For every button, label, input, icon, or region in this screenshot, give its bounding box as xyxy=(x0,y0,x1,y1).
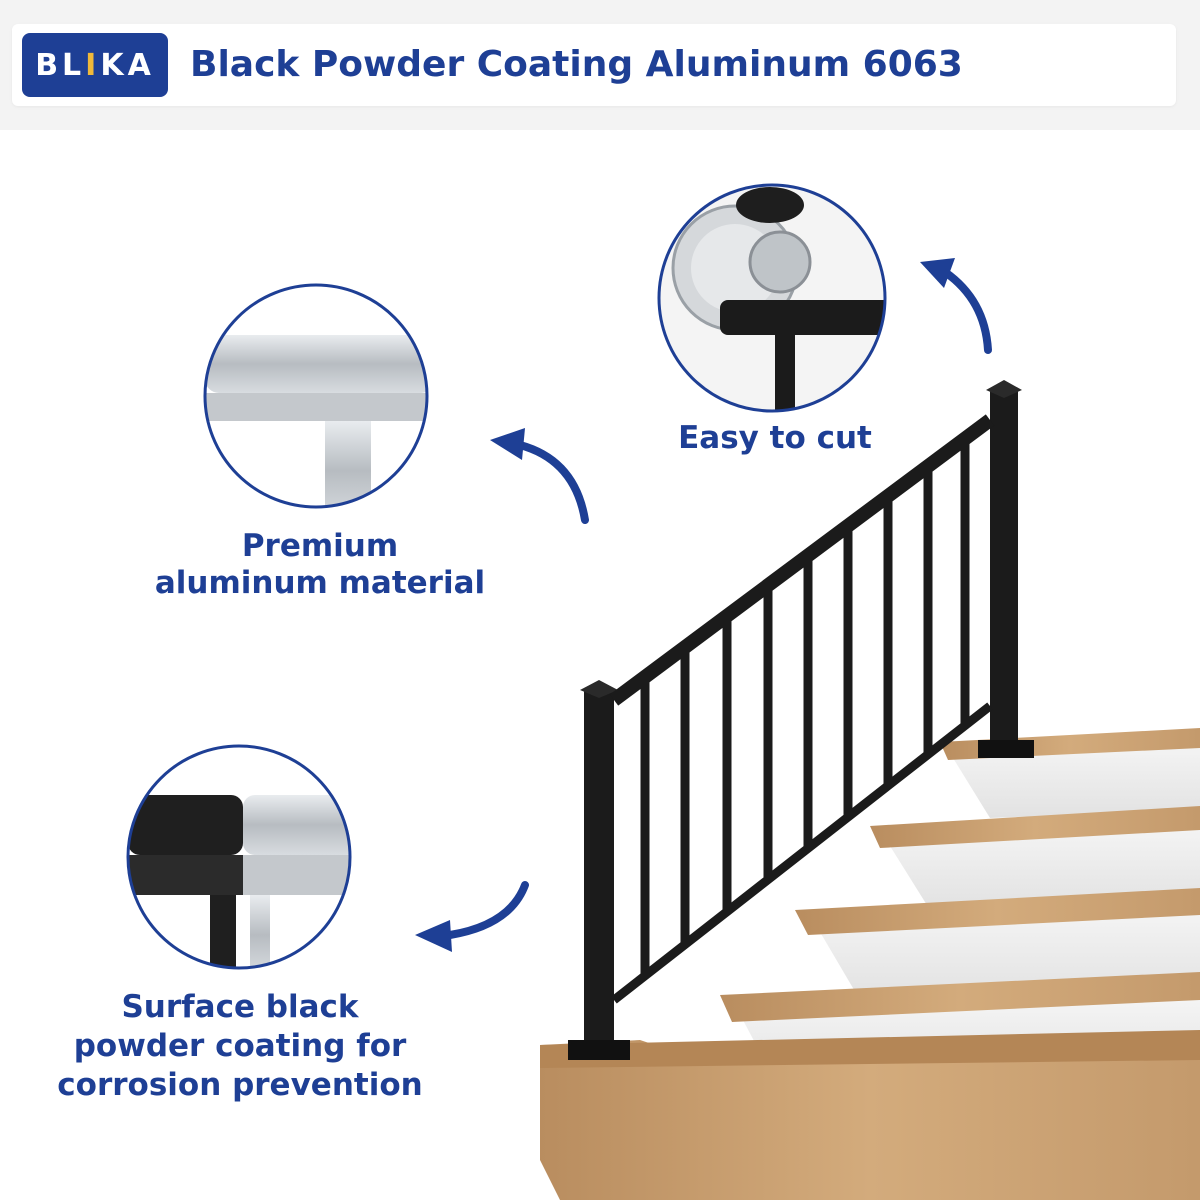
brand-logo: BLIKA xyxy=(22,33,168,97)
top-post-base xyxy=(978,740,1034,758)
stair-bottom-edge xyxy=(540,1030,1200,1068)
coated-rail-section xyxy=(128,795,243,855)
curved-arrow-icon xyxy=(415,881,529,952)
saw-motor xyxy=(748,230,812,294)
stairs xyxy=(540,728,1200,1200)
page-title: Black Powder Coating Aluminum 6063 xyxy=(190,44,963,85)
coating-detail-circle xyxy=(126,744,352,970)
stair-tread xyxy=(870,806,1200,848)
logo-text: BLIKA xyxy=(35,47,155,83)
top-post-cap xyxy=(986,380,1022,398)
curved-arrow-icon xyxy=(920,258,992,354)
top-rail xyxy=(609,414,995,706)
screw-icon: I xyxy=(85,47,101,83)
cut-baluster xyxy=(775,335,795,411)
saw-handle xyxy=(736,187,804,223)
aluminum-baluster xyxy=(325,421,371,507)
curved-arrow-icon xyxy=(490,428,589,524)
bottom-post-base xyxy=(568,1040,630,1060)
feature-easy-to-cut: Easy to cut xyxy=(678,420,872,456)
raw-aluminum-section xyxy=(243,795,350,855)
stair-tread xyxy=(720,972,1200,1022)
railing xyxy=(568,380,1034,1060)
feature-premium-aluminum: Premium aluminum material xyxy=(154,528,486,602)
coated-baluster xyxy=(210,895,236,968)
aluminum-detail-circle xyxy=(203,283,429,509)
header-bar xyxy=(12,24,1176,106)
stair-tread xyxy=(795,888,1200,935)
feature-powder-coating: Surface black powder coating for corrosi… xyxy=(57,989,423,1103)
cut-rail xyxy=(720,300,885,335)
aluminum-rail xyxy=(205,335,427,393)
balusters xyxy=(640,440,970,975)
raw-baluster xyxy=(250,895,270,968)
bottom-post xyxy=(584,690,614,1045)
cut-detail-circle xyxy=(657,183,887,413)
stair-bottom-tread xyxy=(540,1040,1200,1200)
top-post xyxy=(990,390,1018,750)
bottom-post-cap xyxy=(580,680,618,698)
